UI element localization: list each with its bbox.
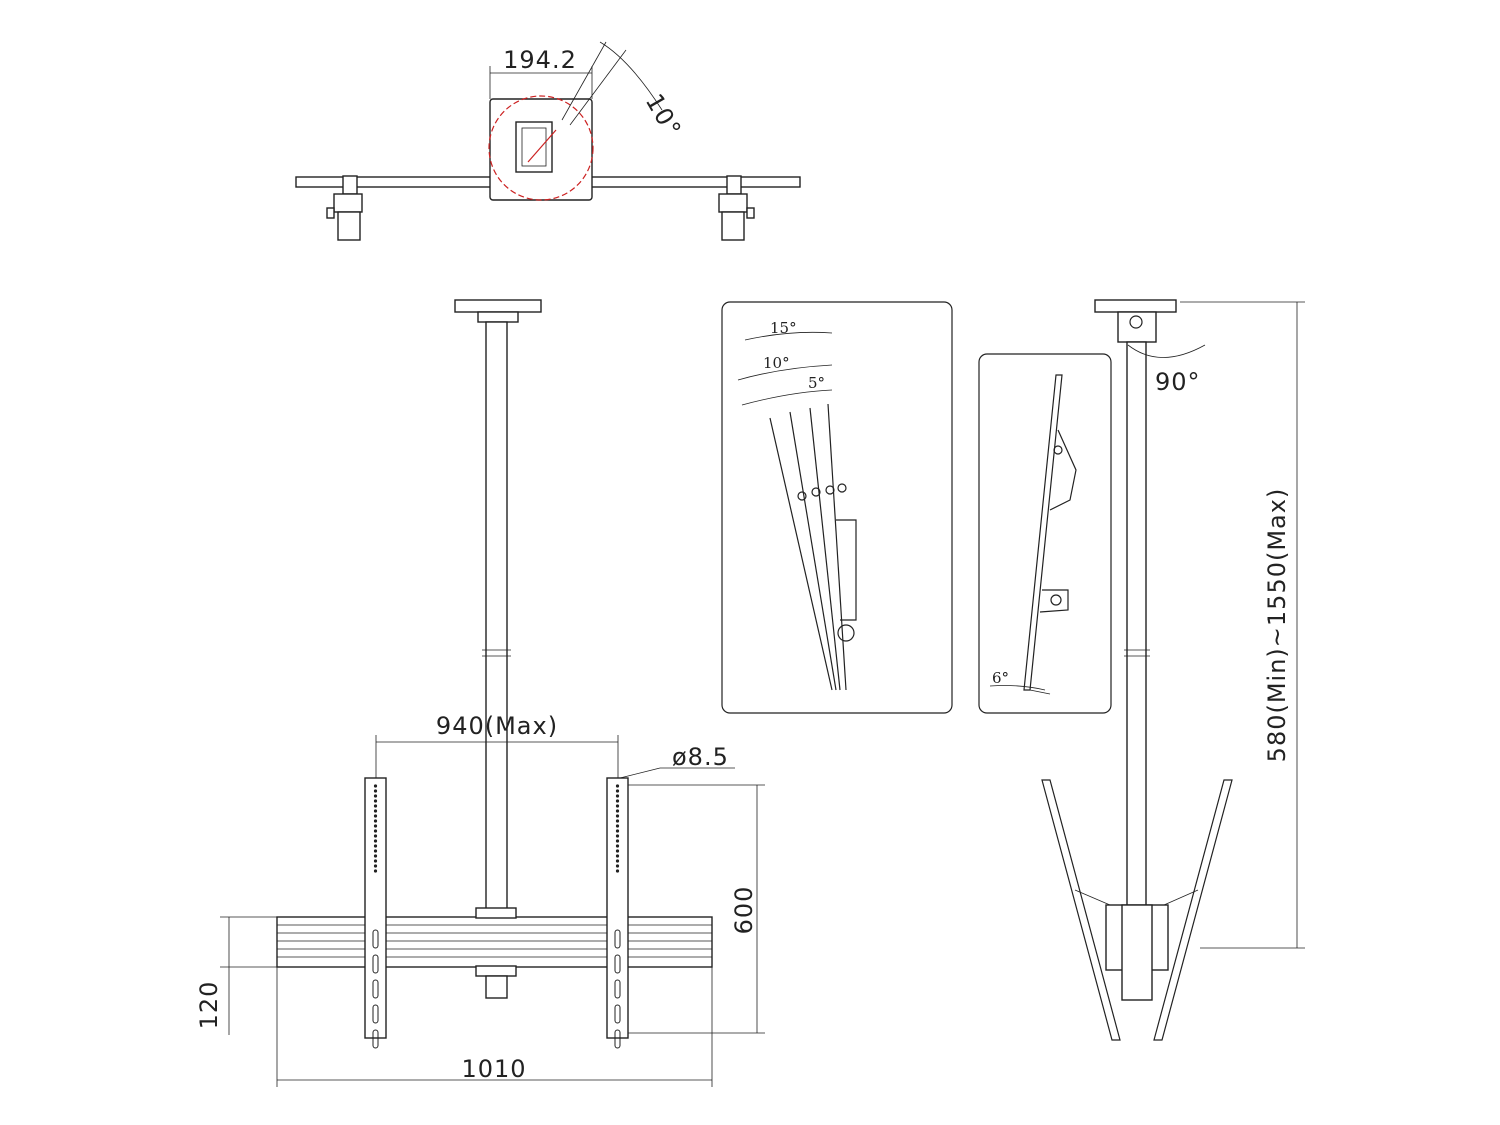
tilt-angle-10: 10° — [763, 354, 790, 372]
top-view: 194.2 10° — [295, 41, 801, 241]
right-rail — [606, 777, 629, 1039]
tilt-angle-5: 5° — [808, 374, 825, 392]
rail-hole — [615, 799, 620, 803]
bar-width-label: 1010 — [461, 1055, 526, 1083]
rail-slot — [372, 979, 379, 999]
rail-hole — [373, 869, 378, 873]
rail-hole — [615, 839, 620, 843]
tilt-detail-panel-2: 6° — [978, 353, 1112, 714]
rail-hole — [615, 814, 620, 818]
rail-hole — [615, 864, 620, 868]
rail-slot — [614, 954, 621, 974]
rail-hole — [373, 829, 378, 833]
rail-hole — [373, 809, 378, 813]
side-view: 90° 580(Min)~1550(Max) — [1041, 299, 1305, 1041]
rail-hole — [373, 789, 378, 793]
rail-hole — [615, 809, 620, 813]
rail-hole — [373, 864, 378, 868]
rail-hole — [373, 854, 378, 858]
rail-hole — [373, 839, 378, 843]
rail-hole — [615, 859, 620, 863]
top-rotation-label: 10° — [640, 89, 687, 142]
rail-slot — [372, 929, 379, 949]
rail-hole — [615, 794, 620, 798]
rail-hole — [373, 849, 378, 853]
rail-slot — [614, 1029, 621, 1049]
rail-hole — [615, 844, 620, 848]
rail-hole — [615, 834, 620, 838]
rail-hole — [615, 824, 620, 828]
front-view: 940(Max) ø8.5 600 120 1010 — [195, 299, 765, 1087]
rail-spacing-label: 940(Max) — [436, 712, 558, 740]
rail-hole — [373, 814, 378, 818]
rail-hole — [373, 804, 378, 808]
rail-slot — [614, 979, 621, 999]
rail-hole — [373, 794, 378, 798]
tilt-angle-6: 6° — [992, 669, 1009, 687]
rail-slot — [372, 954, 379, 974]
rail-hole — [615, 869, 620, 873]
rail-hole — [615, 784, 620, 788]
rail-hole — [615, 854, 620, 858]
rotation-circle — [488, 95, 594, 201]
rail-hole — [615, 829, 620, 833]
rail-hole — [615, 849, 620, 853]
swivel-angle-label: 90° — [1155, 368, 1201, 396]
rail-hole — [373, 799, 378, 803]
rail-slot — [372, 1029, 379, 1049]
rail-hole — [615, 804, 620, 808]
rail-hole — [615, 789, 620, 793]
left-rail — [364, 777, 387, 1039]
rail-height-label: 600 — [730, 886, 758, 935]
rail-slot — [614, 929, 621, 949]
rail-hole — [373, 834, 378, 838]
rail-slot — [614, 1004, 621, 1024]
height-range-label: 580(Min)~1550(Max) — [1263, 488, 1291, 763]
hole-diameter-label: ø8.5 — [672, 743, 729, 771]
rail-hole — [615, 819, 620, 823]
bar-height-label: 120 — [195, 981, 223, 1030]
tilt-detail-panel: 15° 10° 5° — [721, 301, 953, 714]
rail-hole — [373, 819, 378, 823]
top-width-label: 194.2 — [503, 46, 577, 74]
rail-hole — [373, 784, 378, 788]
rail-slot — [372, 1004, 379, 1024]
rail-hole — [373, 859, 378, 863]
rail-hole — [373, 824, 378, 828]
tilt-angle-15: 15° — [770, 319, 797, 337]
rail-hole — [373, 844, 378, 848]
